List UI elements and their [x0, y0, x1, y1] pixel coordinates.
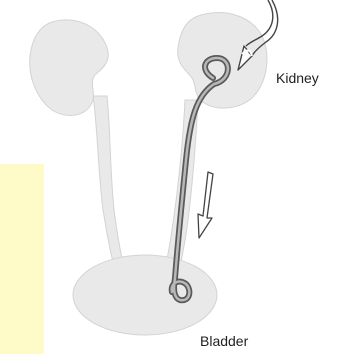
down-arrow-icon	[198, 172, 213, 238]
bladder	[73, 255, 217, 335]
bladder-label: Bladder	[200, 334, 248, 348]
kidney-label: Kidney	[276, 71, 319, 85]
left-ureter	[93, 96, 126, 272]
highlight-panel	[0, 164, 44, 354]
